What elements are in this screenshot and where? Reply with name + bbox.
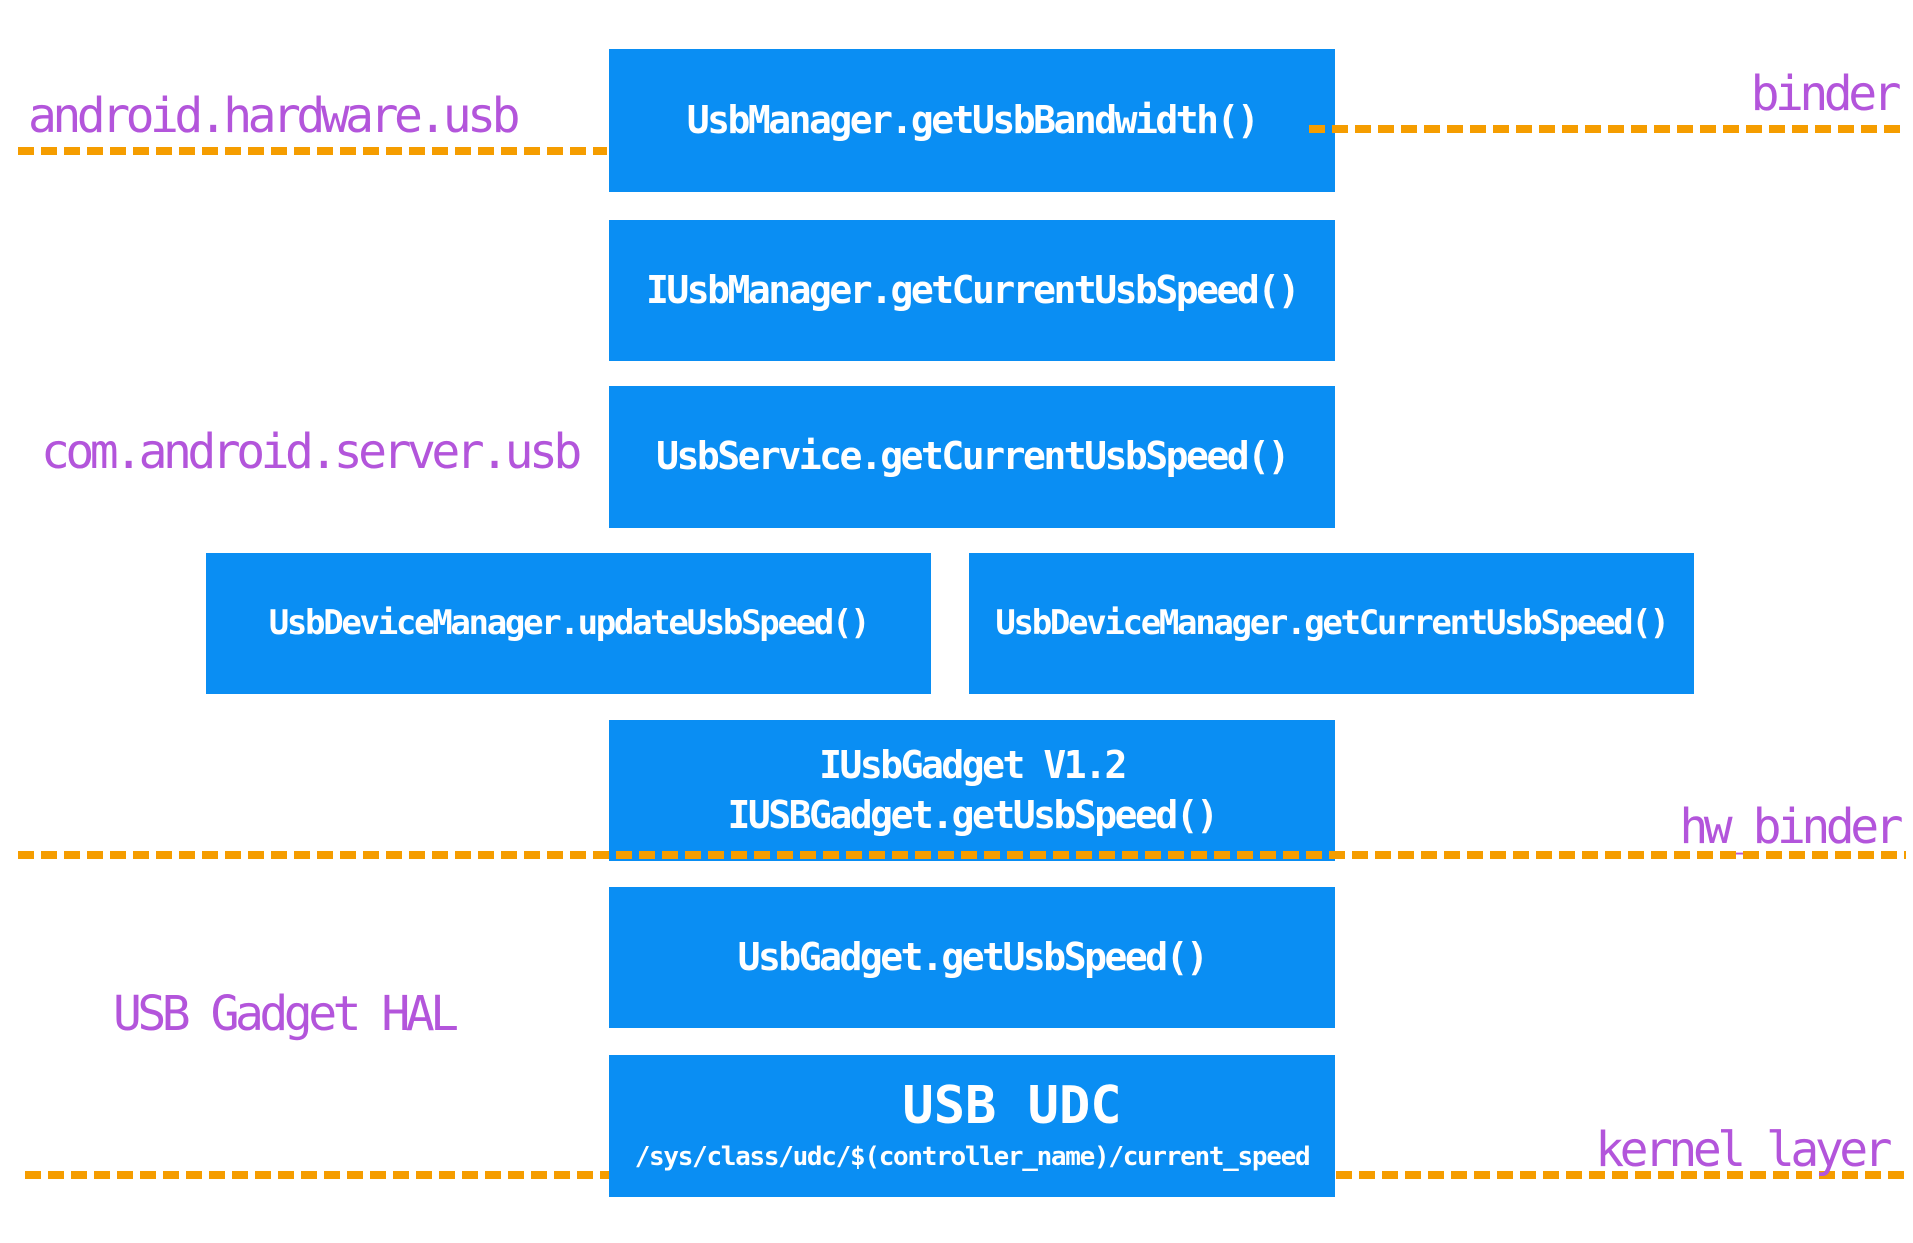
- binder-dashed-line-right: [1309, 125, 1906, 133]
- box-iusbgadget: IUsbGadget V1.2 IUSBGadget.getUsbSpeed(): [609, 720, 1335, 861]
- label-android-hardware-usb: android.hardware.usb: [28, 88, 520, 144]
- box-usbdevicemanager-updateusbspeed: UsbDeviceManager.updateUsbSpeed(): [206, 553, 931, 694]
- box-usbgadget-label: UsbGadget.getUsbSpeed(): [737, 934, 1209, 979]
- box-getcurrentusbspeed-label: UsbDeviceManager.getCurrentUsbSpeed(): [995, 603, 1670, 644]
- box-iusbmanager-getcurrentusbspeed: IUsbManager.getCurrentUsbSpeed(): [609, 220, 1335, 361]
- box-usbservice-label: UsbService.getCurrentUsbSpeed(): [656, 434, 1290, 479]
- box-usbmanager-getusbbandwidth: UsbManager.getUsbBandwidth(): [609, 49, 1335, 192]
- box-iusbgadget-version-label: IUsbGadget V1.2: [819, 743, 1127, 788]
- box-iusbmanager-label: IUsbManager.getCurrentUsbSpeed(): [645, 267, 1301, 312]
- label-kernel-layer: kernel layer: [1595, 1122, 1892, 1178]
- label-com-android-server-usb: com.android.server.usb: [41, 424, 582, 480]
- box-usb-udc-sysfs-path: /sys/class/udc/$(controller_name)/curren…: [634, 1141, 1311, 1172]
- box-usbmanager-label: UsbManager.getUsbBandwidth(): [686, 97, 1260, 142]
- box-updateusbspeed-label: UsbDeviceManager.updateUsbSpeed(): [268, 603, 871, 644]
- box-usb-udc-title: USB UDC: [902, 1075, 1122, 1136]
- box-iusbgadget-method-label: IUSBGadget.getUsbSpeed(): [727, 792, 1219, 837]
- label-binder: binder: [1750, 66, 1902, 122]
- label-hw-binder: hw_binder: [1679, 799, 1903, 855]
- binder-dashed-line-left: [18, 147, 607, 155]
- label-usb-gadget-hal: USB Gadget HAL: [113, 986, 459, 1042]
- box-usbgadget-getusbspeed: UsbGadget.getUsbSpeed(): [609, 887, 1335, 1028]
- box-usbservice-getcurrentusbspeed: UsbService.getCurrentUsbSpeed(): [609, 386, 1335, 528]
- hw-binder-dashed-line: [18, 851, 1906, 859]
- box-usb-udc: USB UDC /sys/class/udc/$(controller_name…: [609, 1055, 1335, 1197]
- box-usbdevicemanager-getcurrentusbspeed: UsbDeviceManager.getCurrentUsbSpeed(): [969, 553, 1694, 694]
